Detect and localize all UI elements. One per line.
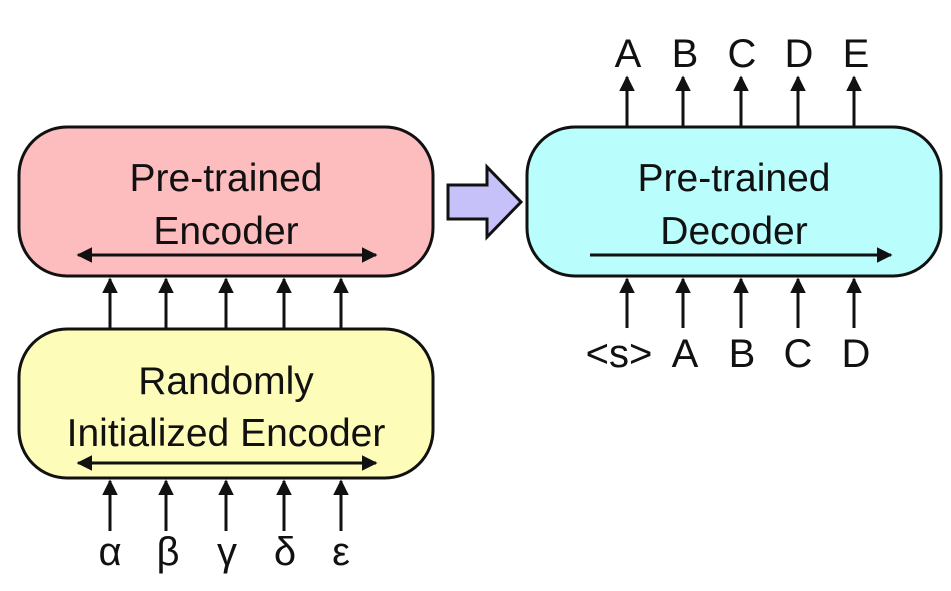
random-encoder-box <box>17 327 435 480</box>
pretrained-decoder-label-line2: Decoder <box>660 210 807 253</box>
random-encoder-block: Randomly Initialized Encoder <box>17 327 435 480</box>
decoder-output-token: B <box>672 32 699 76</box>
decoder-input-token: B <box>729 332 756 376</box>
transfer-arrow-shape <box>446 163 524 241</box>
decoder-input-token: A <box>672 332 699 376</box>
pretrained-decoder-box <box>525 125 943 278</box>
random-encoder-label-line2: Initialized Encoder <box>67 412 386 455</box>
input-arrows <box>102 479 349 531</box>
decoder-input-token: D <box>842 332 871 376</box>
input-token: β <box>156 530 179 574</box>
encoder-link-arrows <box>102 277 349 328</box>
decoder-input-token: <s> <box>586 332 653 376</box>
decoder-output-token: E <box>843 32 870 76</box>
pretrained-encoder-block: Pre-trained Encoder <box>17 125 435 278</box>
input-tokens: α β γ δ ε <box>98 530 350 574</box>
decoder-output-token: C <box>728 32 757 76</box>
decoder-input-tokens: <s> A B C D <box>586 332 871 376</box>
decoder-output-token: D <box>785 32 814 76</box>
pretrained-encoder-box <box>17 125 435 278</box>
decoder-input-arrows <box>619 277 862 328</box>
pretrained-decoder-block: Pre-trained Decoder <box>525 125 943 278</box>
pretrained-decoder-label-line1: Pre-trained <box>638 157 831 200</box>
input-token: γ <box>217 530 237 574</box>
decoder-output-tokens: A B C D E <box>615 32 870 76</box>
input-token: α <box>98 530 121 574</box>
pretrained-encoder-label-line2: Encoder <box>153 210 298 253</box>
pretrained-encoder-label-line1: Pre-trained <box>130 157 323 200</box>
random-encoder-label-line1: Randomly <box>138 360 314 403</box>
input-token: ε <box>332 530 350 574</box>
decoder-output-token: A <box>615 32 642 76</box>
input-token: δ <box>274 530 296 574</box>
decoder-input-token: C <box>784 332 813 376</box>
decoder-output-arrows <box>619 75 862 126</box>
